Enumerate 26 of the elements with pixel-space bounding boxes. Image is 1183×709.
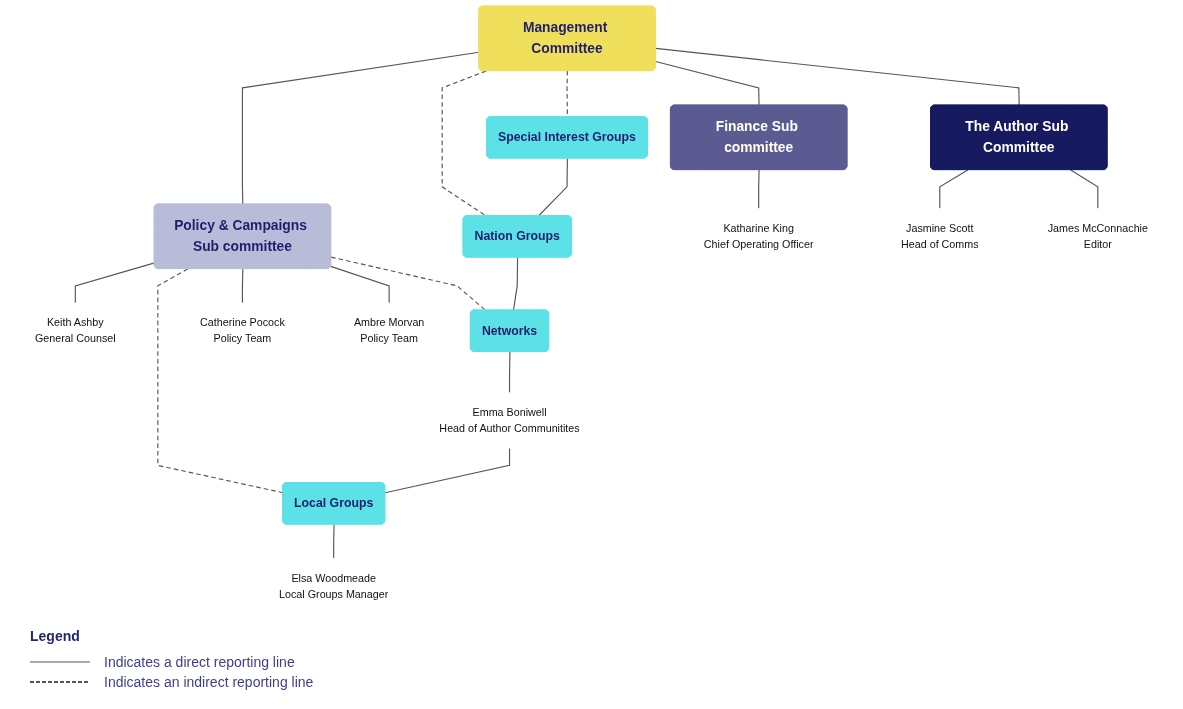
legend-heading: Legend <box>30 628 80 644</box>
connector <box>758 169 760 210</box>
connector <box>441 70 487 217</box>
connector <box>512 256 519 311</box>
connector <box>537 157 568 217</box>
connector <box>655 60 760 107</box>
connector <box>241 268 244 304</box>
node-text: Elsa Woodmeade Local Groups Manager <box>279 571 389 601</box>
node-text: Ambre Morvan Policy Team <box>353 316 425 345</box>
node-text: James McConnachie Editor <box>1047 221 1148 251</box>
node-text: Katharine King Chief Operating Officer <box>703 221 814 251</box>
node-text: Keith Ashby General Counsel <box>35 316 116 345</box>
node-text: Catherine Pocock Policy Team <box>200 316 285 345</box>
connector <box>508 351 511 394</box>
connector <box>74 262 156 304</box>
connector <box>330 265 390 304</box>
connector <box>330 256 487 311</box>
connector <box>157 268 284 494</box>
connector <box>384 447 511 494</box>
connector <box>655 47 1020 107</box>
node-text: Jasmine Scott Head of Comms <box>900 221 979 251</box>
node-text: Emma Boniwell Head of Author Communitites <box>439 405 580 435</box>
legend-text: Indicates an indirect reporting line <box>104 674 314 690</box>
legend-text: Indicates a direct reporting line <box>104 654 295 670</box>
connector <box>241 51 480 206</box>
connector <box>333 523 335 560</box>
